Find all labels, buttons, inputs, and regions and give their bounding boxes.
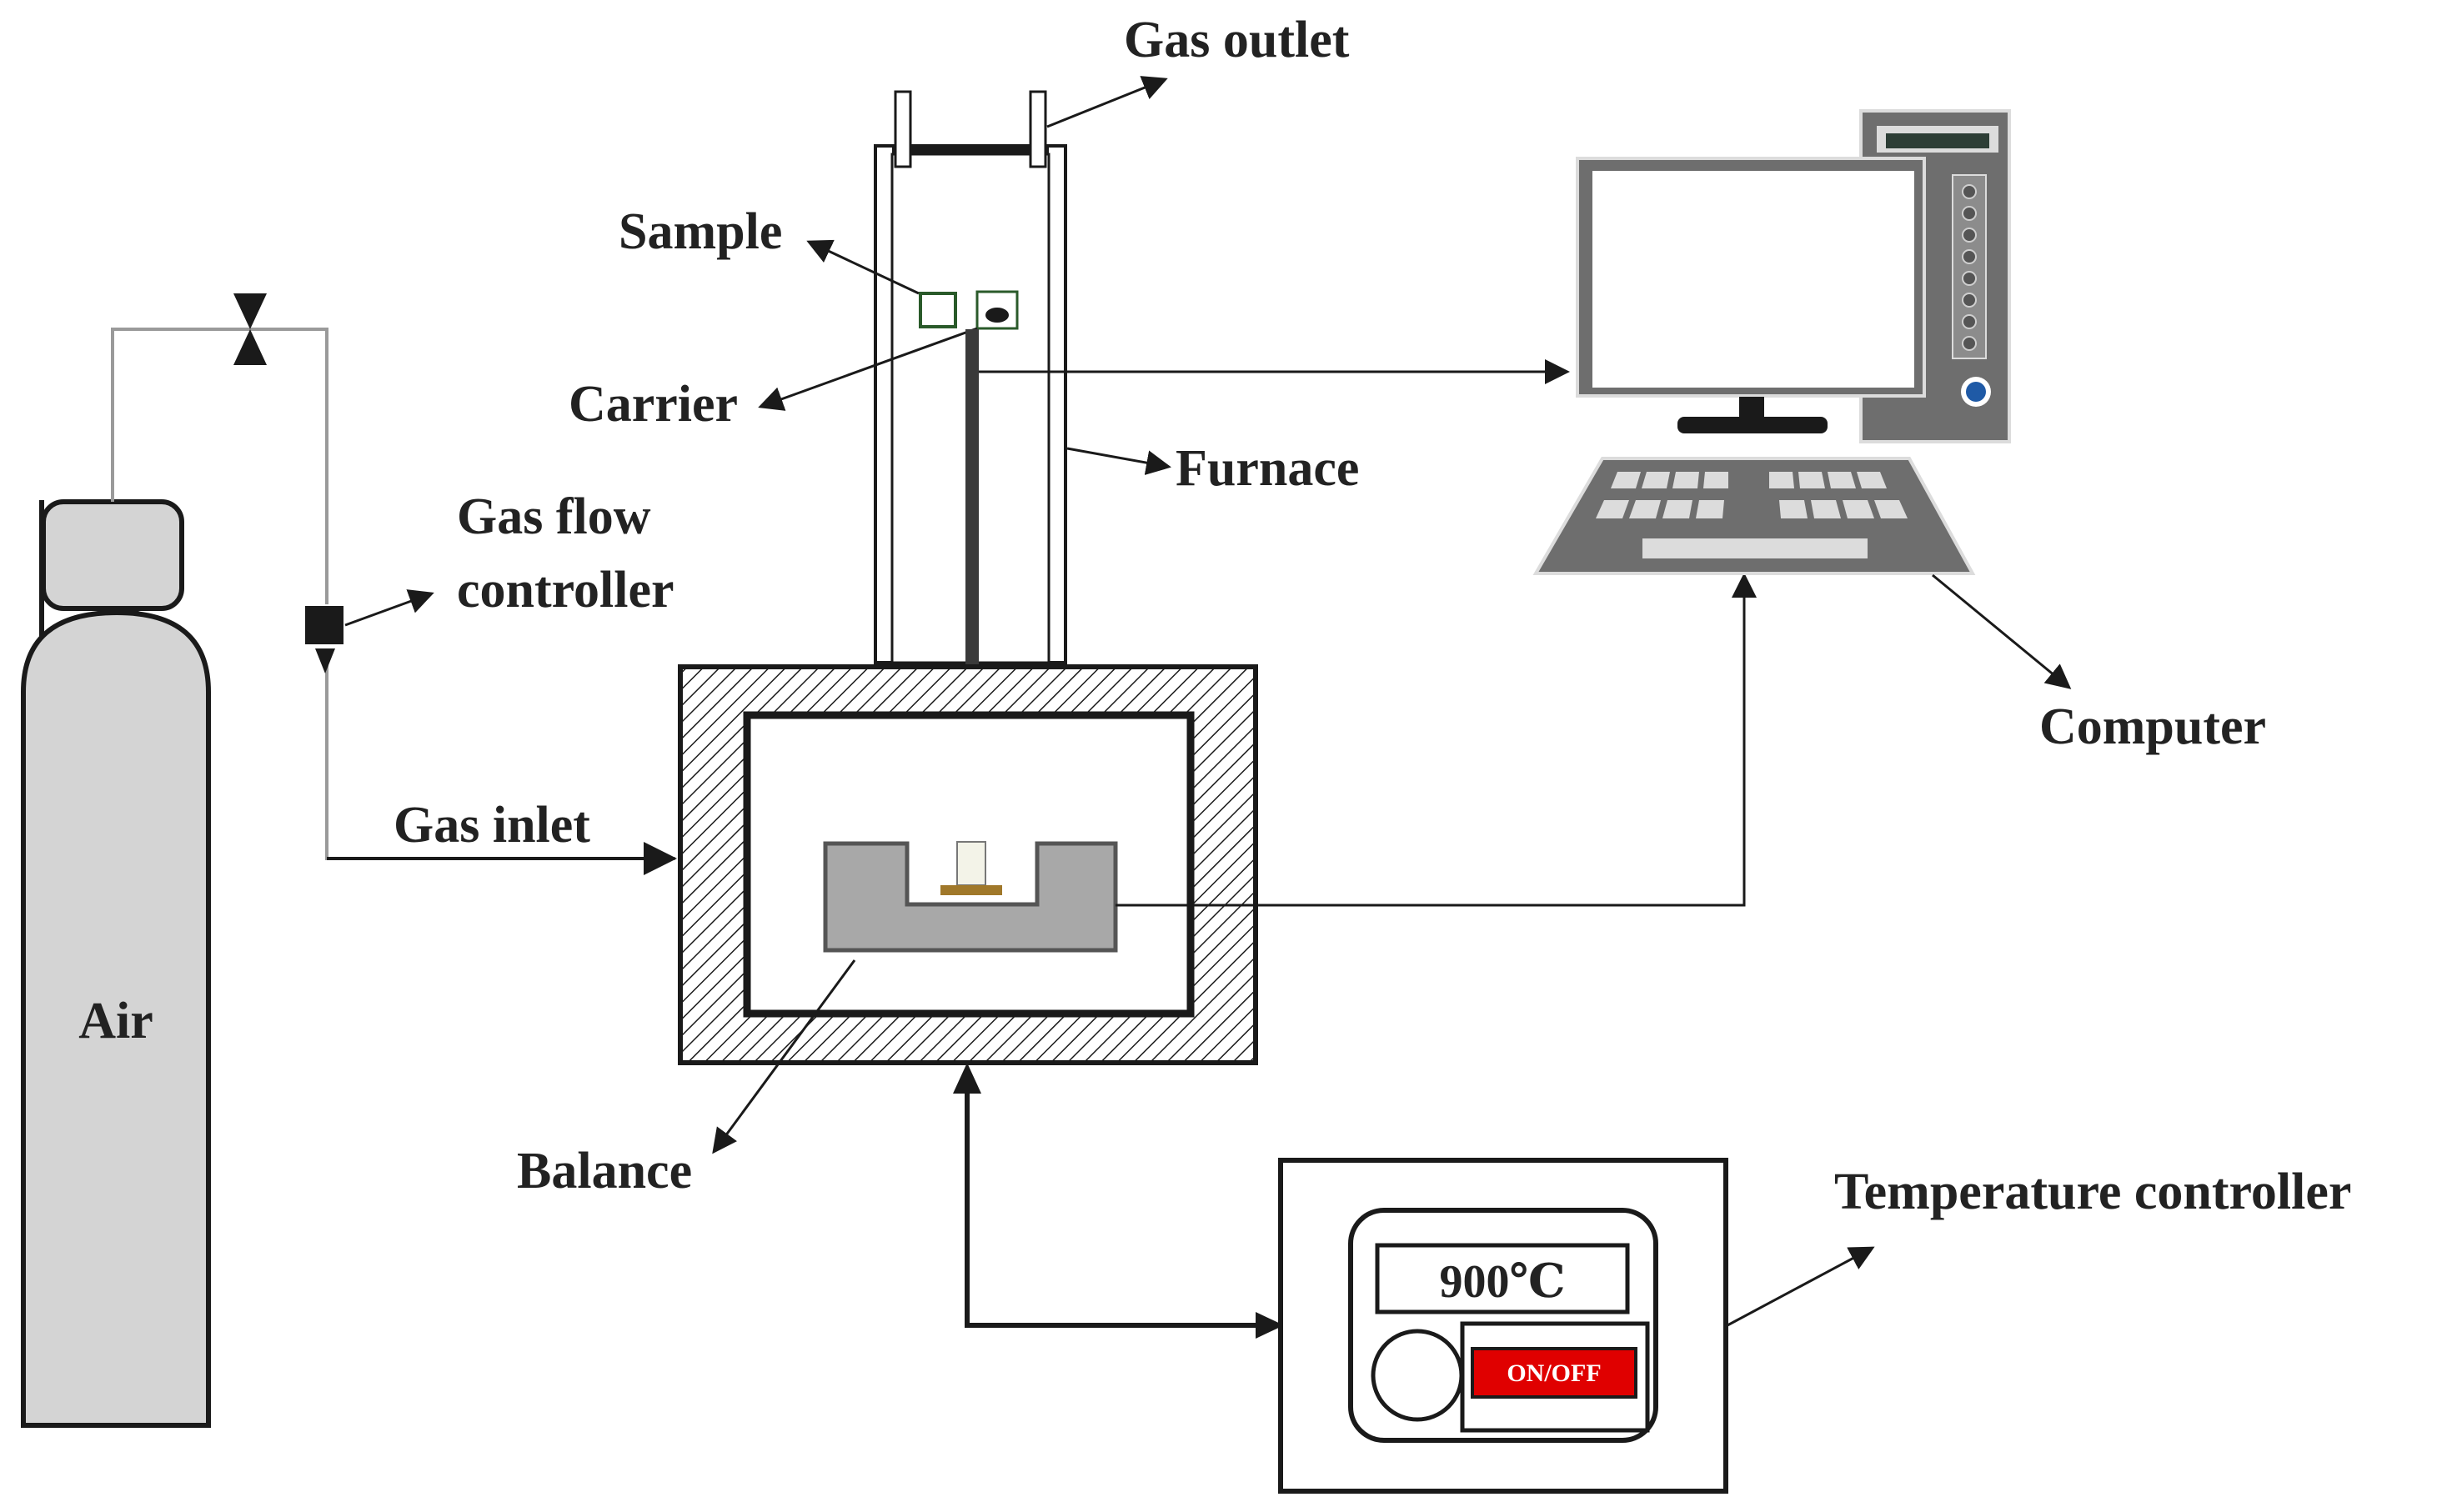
carrier-pointer xyxy=(758,327,978,411)
computer-pointer xyxy=(1932,573,2072,689)
on-off-label: ON/OFF xyxy=(1507,1359,1601,1387)
carrier-sample-dot xyxy=(985,308,1009,323)
signal-balance-to-computer xyxy=(1116,573,1757,907)
keyboard-keys xyxy=(1596,472,1908,558)
outlet-port-right xyxy=(1029,90,1047,168)
furnace-label: Furnace xyxy=(1176,440,1359,497)
sample-label: Sample xyxy=(619,203,782,260)
temperature-display xyxy=(1375,1243,1630,1314)
monitor-base xyxy=(1677,417,1828,433)
temperature-link xyxy=(953,1063,1284,1339)
gas-flow-controller-label-2: controller xyxy=(457,562,674,618)
gas-flow-controller-icon xyxy=(305,606,343,673)
gas-flow-controller-pointer xyxy=(344,589,434,627)
temperature-controller-pointer xyxy=(1727,1246,1875,1327)
gas-outlet-pointer xyxy=(1046,76,1168,128)
balance-label: Balance xyxy=(517,1143,692,1199)
sample-square xyxy=(919,292,957,328)
on-off-button[interactable] xyxy=(1471,1347,1637,1399)
cylinder-cap xyxy=(41,499,184,611)
temperature-controller: 900℃ ON/OFF xyxy=(1278,1158,1728,1494)
sample-pan xyxy=(940,885,1002,895)
computer xyxy=(1532,109,2011,575)
temperature-knob[interactable] xyxy=(1371,1329,1464,1422)
gas-inlet-label: Gas inlet xyxy=(394,797,590,854)
balance-holder xyxy=(956,841,986,886)
gas-flow-controller-label-1: Gas flow xyxy=(457,488,651,545)
furnace-pointer xyxy=(1066,447,1171,475)
sample-pointer xyxy=(806,239,920,295)
temperature-display-value: 900℃ xyxy=(1439,1256,1565,1308)
outlet-port-left xyxy=(894,90,912,168)
temperature-controller-label: Temperature controller xyxy=(1834,1164,2351,1220)
drive-slot xyxy=(1886,133,1989,148)
air-label: Air xyxy=(78,993,153,1049)
monitor-neck xyxy=(1739,397,1764,417)
gas-outlet-label: Gas outlet xyxy=(1124,12,1350,68)
balance xyxy=(823,841,1118,953)
tower-panel xyxy=(1952,174,1987,359)
monitor-screen xyxy=(1592,171,1914,388)
power-button[interactable] xyxy=(1966,382,1986,402)
air-cylinder: Air xyxy=(21,499,211,1428)
valve-icon xyxy=(233,293,267,365)
cylinder-shell xyxy=(21,609,211,1428)
carrier-label: Carrier xyxy=(569,376,738,433)
computer-label: Computer xyxy=(2039,698,2266,755)
balance-pointer xyxy=(712,959,856,1154)
